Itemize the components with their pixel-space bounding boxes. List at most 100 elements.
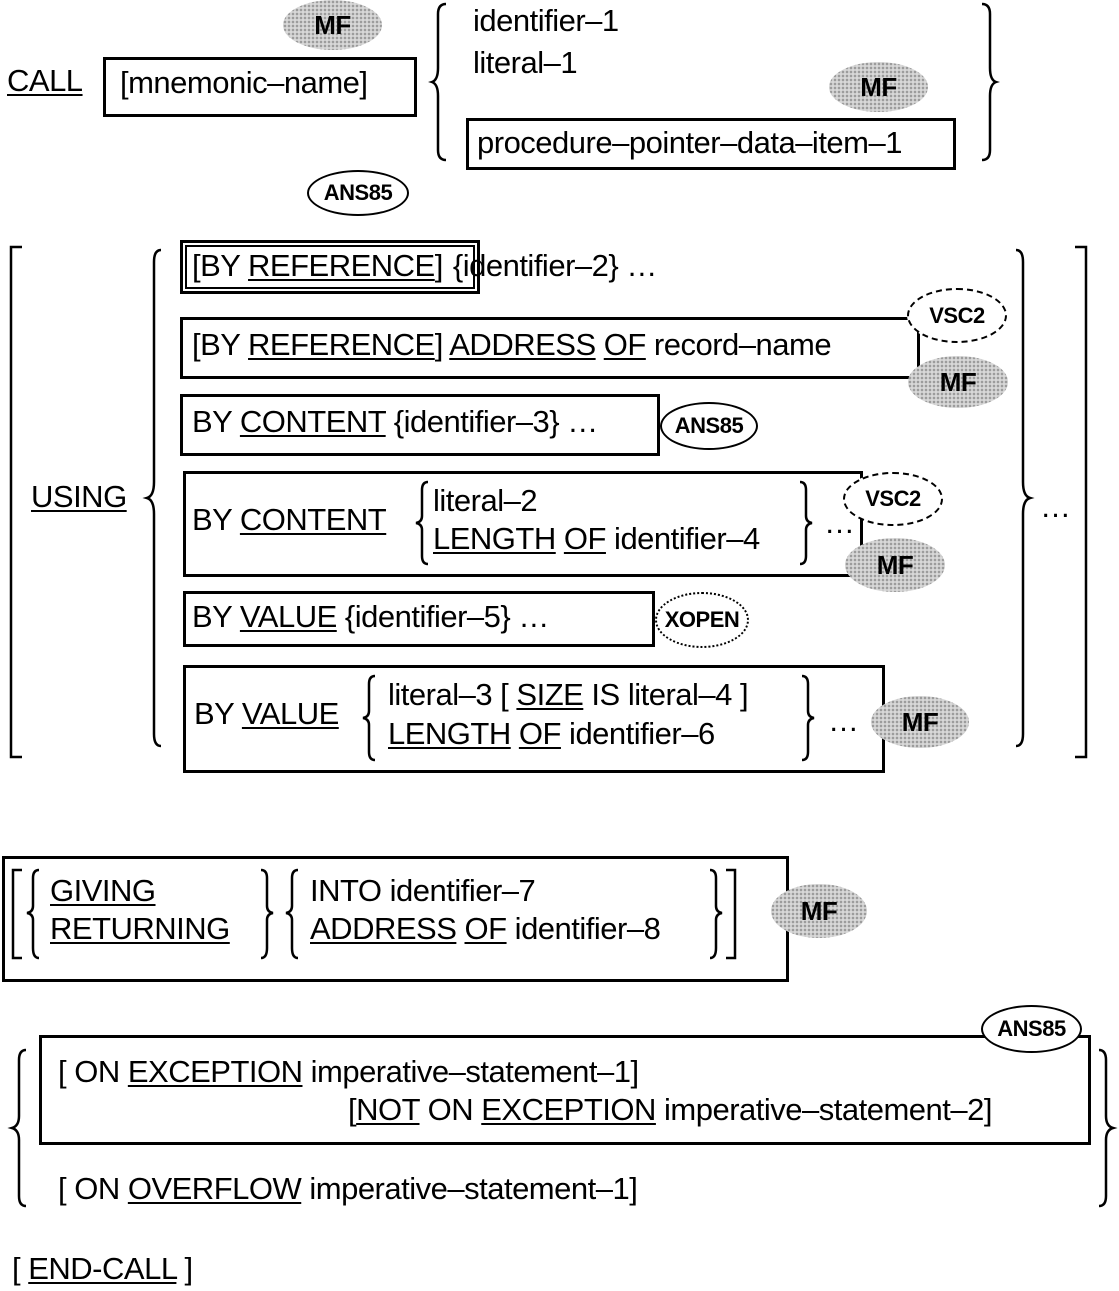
reference-kw: REFERENCE <box>248 248 435 283</box>
bracket-close: ] <box>434 248 444 283</box>
using-keyword: USING <box>31 479 127 514</box>
ellipsis-using: … <box>1040 489 1071 524</box>
mf-badge-target: MF <box>829 62 928 112</box>
mnemonic-name: [mnemonic–name] <box>120 65 368 100</box>
identifier-5: {identifier–5} … <box>336 599 549 634</box>
using-row-2: [BY REFERENCE] ADDRESS OF record–name <box>192 327 832 362</box>
exception-kw: EXCEPTION <box>127 1054 303 1089</box>
left-brace-using <box>142 248 162 748</box>
identifier-2: {identifier–2} <box>452 248 619 283</box>
left-brace-content-literal <box>415 480 429 566</box>
literal-1: literal–1 <box>473 45 578 80</box>
right-square-bracket-using <box>1075 245 1088 759</box>
literal-3: literal–3 [ <box>388 677 517 712</box>
of-kw: OF <box>563 521 607 556</box>
call-keyword: CALL <box>7 63 83 98</box>
length-of-identifier-4: LENGTH OF identifier–4 <box>433 522 760 556</box>
using-row-6-prefix: BY VALUE <box>194 697 339 731</box>
address-kw: ADDRESS <box>310 911 457 946</box>
bracket-close: ] <box>176 1251 194 1286</box>
right-brace-using <box>1015 248 1035 748</box>
literal-2: literal–2 <box>433 483 538 518</box>
returning-kw: RETURNING <box>50 911 230 946</box>
using-row-3: BY CONTENT {identifier–3} … <box>192 405 598 439</box>
not-kw: NOT <box>356 1092 420 1127</box>
not-on-exception-line: [NOT ON EXCEPTION imperative–statement–2… <box>348 1093 992 1127</box>
bracket-open: [ <box>348 1092 357 1127</box>
of-kw: OF <box>603 327 647 362</box>
procedure-pointer-data-item-1: procedure–pointer–data–item–1 <box>477 125 902 160</box>
content-kw: CONTENT <box>239 404 386 439</box>
address-of-identifier-8: ADDRESS OF identifier–8 <box>310 911 661 946</box>
by-kw: BY <box>192 404 240 439</box>
record-name: record–name <box>645 327 832 362</box>
left-brace-value-literal <box>362 674 376 762</box>
bracket-open: [ <box>12 1251 29 1286</box>
by-reference-inner-box <box>185 245 475 289</box>
using-row-4-prefix: BY CONTENT <box>192 502 387 537</box>
procedure-pointer-box: procedure–pointer–data–item–1 <box>466 118 956 170</box>
size-kw: SIZE <box>516 677 584 712</box>
space <box>596 327 604 362</box>
using-row-5: BY VALUE {identifier–5} … <box>192 600 549 634</box>
space <box>556 521 564 556</box>
end-call-line: [ END-CALL ] <box>12 1252 193 1286</box>
vsc2-badge-content: VSC2 <box>843 472 943 526</box>
mf-badge-content: MF <box>845 538 945 592</box>
address-of-box <box>180 317 920 379</box>
identifier-6: identifier–6 <box>560 716 715 751</box>
by-value-box <box>183 591 655 647</box>
ans85-badge-exception: ANS85 <box>981 1005 1082 1053</box>
of-kw: OF <box>518 716 562 751</box>
on-kw: [ ON <box>58 1171 128 1206</box>
literal-4: IS literal–4 ] <box>583 677 749 712</box>
content-kw: CONTENT <box>239 502 387 537</box>
left-brace-exception <box>7 1048 27 1208</box>
left-brace-call-target <box>428 2 447 162</box>
by-kw: BY <box>192 502 240 537</box>
overflow-kw: OVERFLOW <box>127 1171 302 1206</box>
into-identifier-7: INTO identifier–7 <box>310 873 536 908</box>
on-kw: ON <box>419 1092 482 1127</box>
left-brace-giving <box>26 868 40 960</box>
right-brace-content-literal <box>799 480 813 566</box>
mf-badge-mnemonic: MF <box>283 0 382 50</box>
identifier-4: identifier–4 <box>605 521 760 556</box>
reference-kw: REFERENCE <box>248 327 435 362</box>
imperative-statement-1: imperative–statement–1] <box>302 1054 639 1089</box>
mf-badge-value: MF <box>871 696 969 748</box>
right-brace-giving <box>260 868 274 960</box>
imperative-statement-1: imperative–statement–1] <box>301 1171 638 1206</box>
mf-badge-giving: MF <box>771 884 867 938</box>
by-reference-box <box>180 240 480 294</box>
identifier-1: identifier–1 <box>473 3 619 38</box>
length-kw: LENGTH <box>388 716 511 751</box>
literal-3-size: literal–3 [ SIZE IS literal–4 ] <box>388 677 749 712</box>
on-kw: [ ON <box>58 1054 128 1089</box>
by-kw: [BY <box>192 327 249 362</box>
vsc2-badge-address: VSC2 <box>907 288 1007 343</box>
end-call-kw: END-CALL <box>28 1251 177 1286</box>
length-kw: LENGTH <box>433 521 556 556</box>
identifier-3: {identifier–3} … <box>385 404 598 439</box>
right-brace-exception <box>1098 1048 1118 1208</box>
bracket-close: ] <box>434 327 450 362</box>
exception-kw: EXCEPTION <box>481 1092 656 1127</box>
length-of-identifier-6: LENGTH OF identifier–6 <box>388 717 715 751</box>
by-kw: BY <box>194 696 242 731</box>
mf-badge-address: MF <box>908 356 1008 408</box>
space <box>511 716 519 751</box>
right-brace-into <box>709 868 723 960</box>
imperative-statement-2: imperative–statement–2] <box>655 1092 992 1127</box>
xopen-badge: XOPEN <box>655 592 749 648</box>
by-kw: [BY <box>192 248 249 283</box>
ans85-badge-using: ANS85 <box>307 170 409 216</box>
by-content-literal-box <box>183 471 863 577</box>
exception-box <box>39 1035 1091 1145</box>
left-square-bracket-giving <box>11 868 22 960</box>
giving-kw: GIVING <box>50 873 156 908</box>
ellipsis: … <box>828 703 859 738</box>
on-overflow-line: [ ON OVERFLOW imperative–statement–1] <box>58 1171 638 1206</box>
right-brace-value-literal <box>801 674 815 762</box>
identifier-8: identifier–8 <box>506 911 661 946</box>
